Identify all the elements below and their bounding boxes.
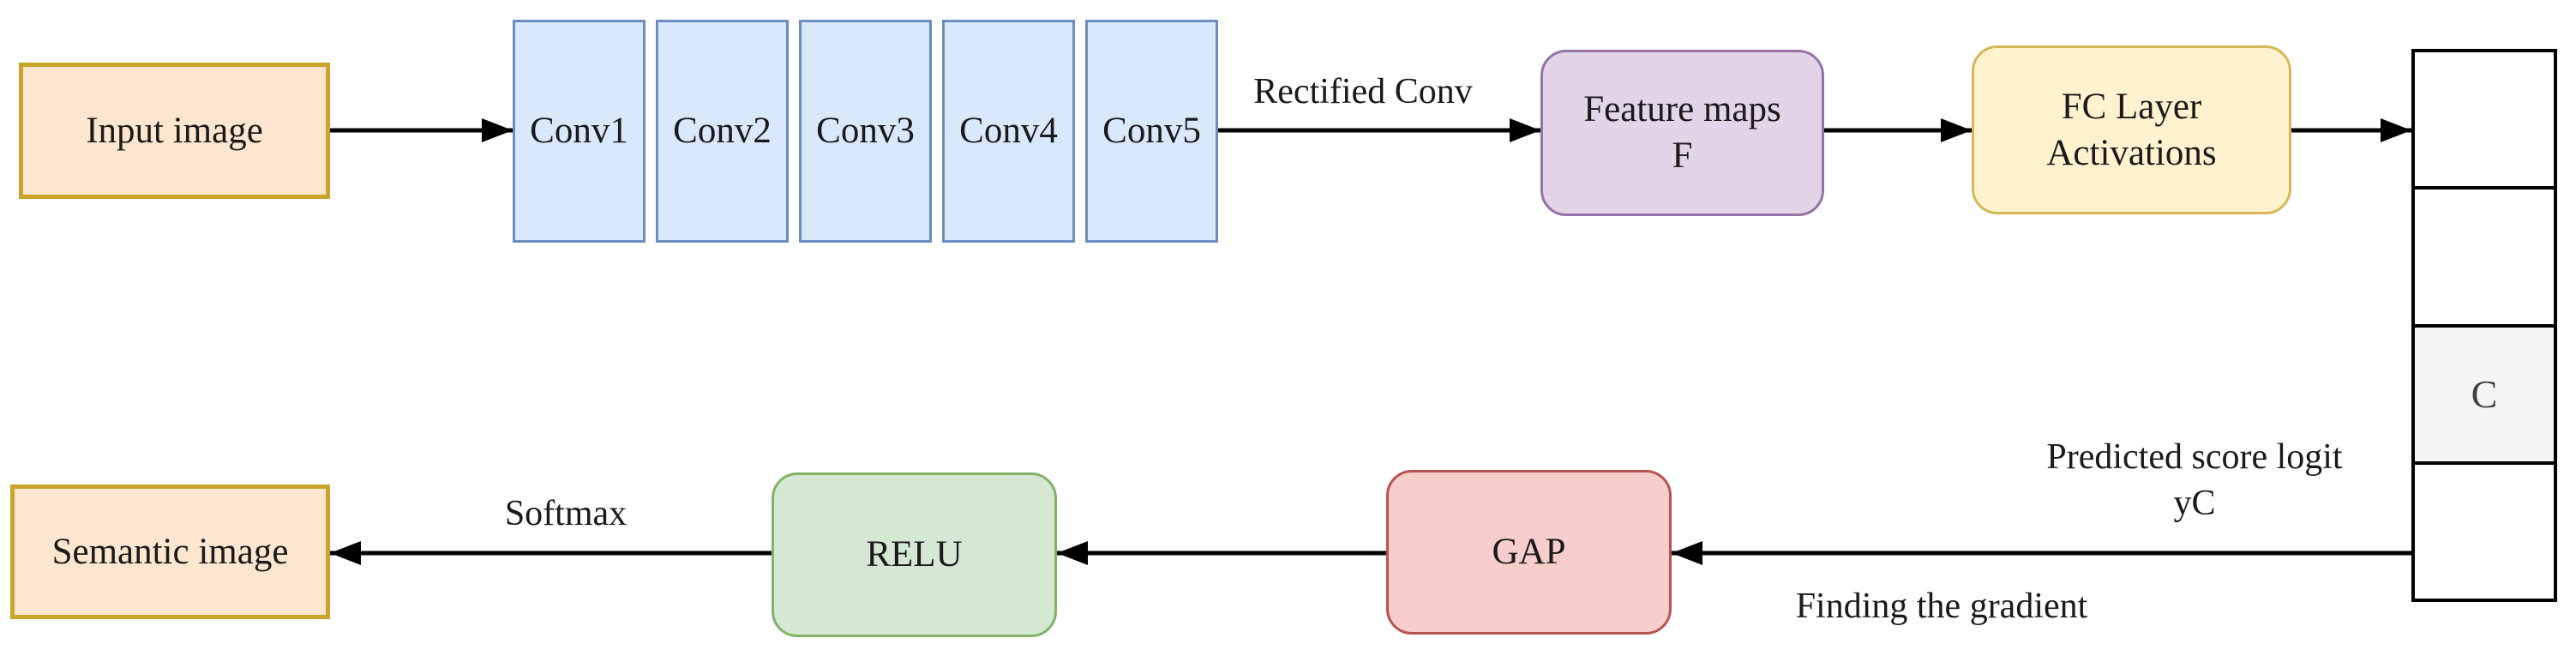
conv4-node: Conv4 [942,20,1075,243]
conv5-label: Conv5 [1102,111,1201,151]
predicted-score-line1: Predicted score logit [2046,437,2343,477]
conv5-node: Conv5 [1085,20,1218,243]
score-cell-c: C [2415,323,2554,461]
conv2-node: Conv2 [656,20,789,243]
conv3-label: Conv3 [816,111,915,151]
score-cell-1 [2415,52,2554,186]
relu-node: RELU [772,472,1057,637]
semantic-image-label: Semantic image [51,531,289,572]
conv3-node: Conv3 [799,20,932,243]
conv2-label: Conv2 [673,111,772,151]
conv4-label: Conv4 [959,111,1058,151]
semantic-image-node: Semantic image [10,484,330,619]
fc-layer-node: FC Layer Activations [1972,45,2291,214]
predicted-score-label: Predicted score logit yC [2015,434,2375,527]
gap-label: GAP [1492,532,1566,572]
relu-label: RELU [866,534,963,575]
feature-maps-line1: Feature maps [1583,89,1781,129]
predicted-score-line2: yC [2173,484,2216,523]
feature-maps-line2: F [1672,135,1693,176]
rectified-conv-label: Rectified Conv [1253,72,1473,111]
score-cell-2 [2415,186,2554,323]
conv1-node: Conv1 [513,20,646,243]
score-column: C [2411,49,2557,602]
input-image-node: Input image [19,63,330,199]
finding-gradient-label: Finding the gradient [1795,587,2088,626]
score-cell-4 [2415,460,2554,599]
fc-layer-line2: Activations [2046,132,2217,173]
softmax-label: Softmax [504,494,627,533]
conv1-label: Conv1 [530,111,628,151]
input-image-label: Input image [86,110,263,151]
feature-maps-label: Feature maps F [1583,87,1780,179]
fc-layer-label: FC Layer Activations [2046,84,2216,177]
gap-node: GAP [1386,470,1672,635]
fc-layer-line1: FC Layer [2061,86,2202,127]
feature-maps-node: Feature maps F [1540,50,1824,216]
